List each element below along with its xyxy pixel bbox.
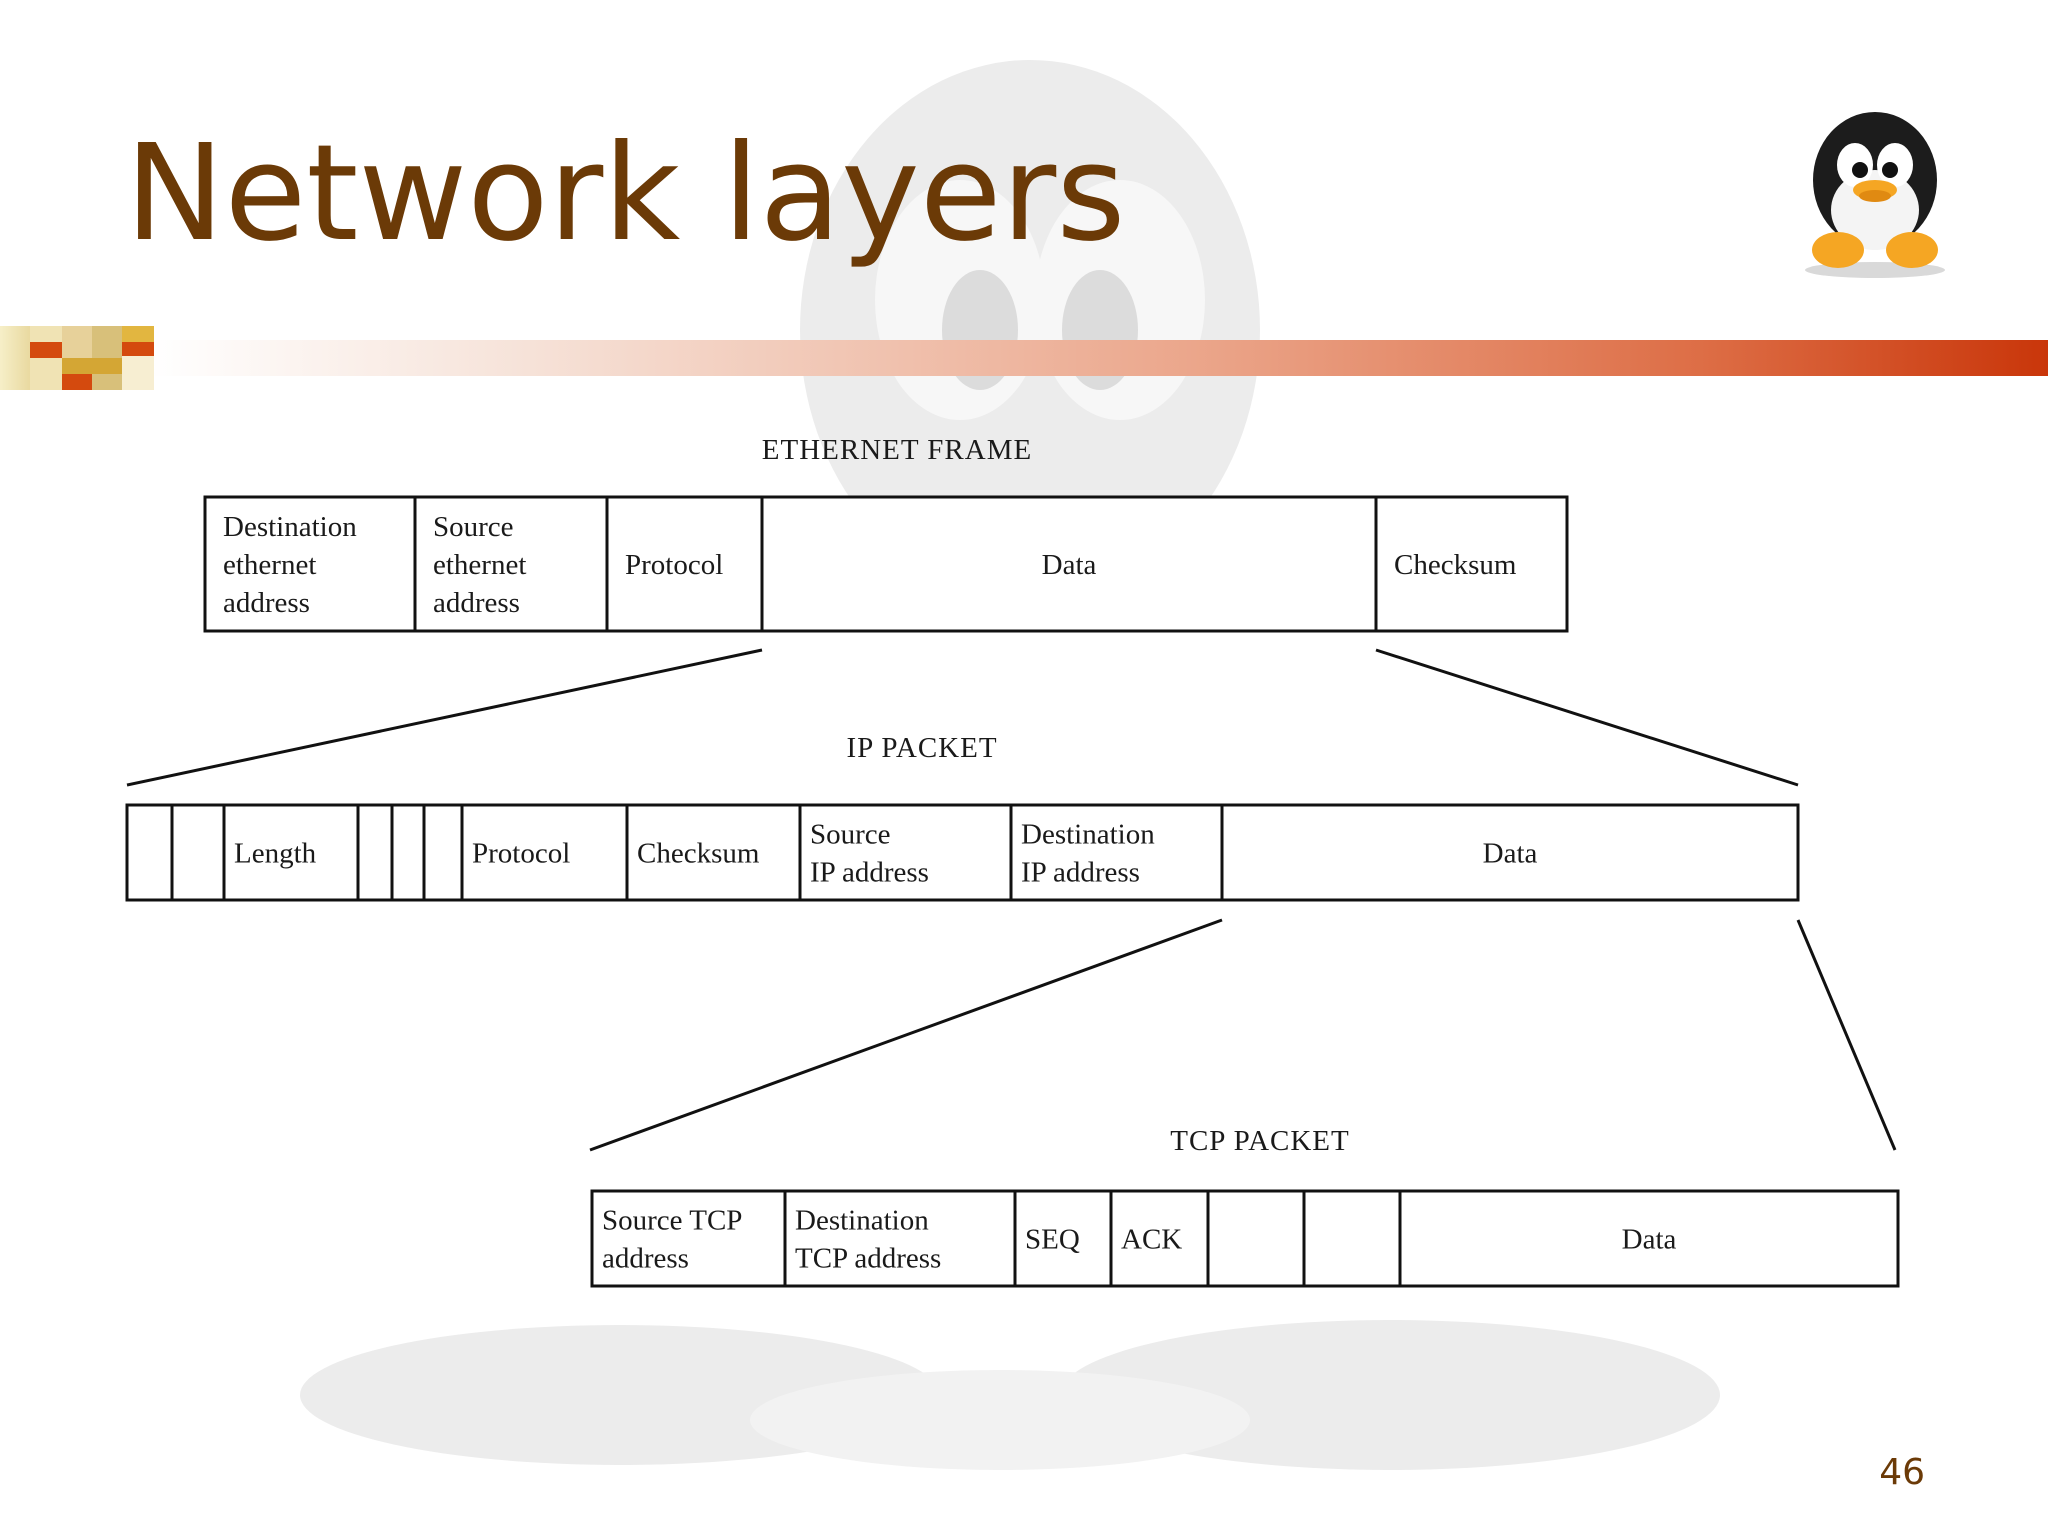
ip_packet-field-text: Protocol <box>472 838 570 870</box>
tcp_packet-field-text: SEQ <box>1025 1224 1080 1256</box>
tcp_packet-field-text: address <box>602 1243 689 1275</box>
decor-square <box>0 326 30 390</box>
tcp_packet-label: TCP PACKET <box>1170 1125 1349 1157</box>
tcp_packet-field-text: Destination <box>795 1205 929 1237</box>
ip_packet-field-text: Checksum <box>637 838 760 870</box>
ip_packet-label: IP PACKET <box>846 732 997 764</box>
ip_packet-field-text: IP address <box>1021 857 1140 889</box>
decor-square <box>30 326 62 390</box>
decor-square <box>122 356 154 390</box>
page-number: 46 <box>1879 1452 1925 1493</box>
decor-square <box>30 342 62 358</box>
ethernet_frame-field-text: Source <box>433 511 514 543</box>
ethernet_frame-field-text: ethernet <box>433 549 526 581</box>
tcp_packet-field-text: Source TCP <box>602 1205 742 1237</box>
tcp_packet-field-text: ACK <box>1121 1224 1182 1256</box>
ethernet_frame-field-text: ethernet <box>223 549 316 581</box>
decor-square <box>122 342 154 356</box>
tcp_packet-field-text: Data <box>1622 1224 1677 1256</box>
penguin-icon <box>1805 112 1945 278</box>
expansion-line <box>1796 919 1897 1151</box>
ethernet_frame-label: ETHERNET FRAME <box>762 434 1032 466</box>
expansion-line <box>126 648 763 787</box>
ip_packet-field-text: Source <box>810 819 891 851</box>
ethernet_frame-field-text: Checksum <box>1394 549 1517 581</box>
ip_packet-field-text: Destination <box>1021 819 1155 851</box>
ip_packet-field-text: Length <box>234 838 317 870</box>
slide-title: Network layers <box>125 117 1126 271</box>
ethernet_frame-field-text: Data <box>1042 549 1097 581</box>
expansion-line <box>1375 648 1799 787</box>
tcp_packet-field-text: TCP address <box>795 1243 941 1275</box>
decor-square <box>62 358 92 374</box>
ip_packet-field-text: Data <box>1483 838 1538 870</box>
ethernet_frame-field-text: Destination <box>223 511 357 543</box>
expansion-line <box>589 918 1223 1152</box>
decor-square <box>62 374 92 390</box>
title-underline-bar <box>150 340 2048 376</box>
ethernet_frame-outline <box>203 495 1569 633</box>
tcp_packet-outline <box>590 1189 1900 1288</box>
ethernet_frame-field-text: Protocol <box>625 549 723 581</box>
ethernet_frame-field-text: address <box>223 587 310 619</box>
decor-square <box>92 358 122 374</box>
ip_packet-outline <box>125 803 1800 902</box>
ethernet_frame-field-text: address <box>433 587 520 619</box>
ip_packet-field-text: IP address <box>810 857 929 889</box>
